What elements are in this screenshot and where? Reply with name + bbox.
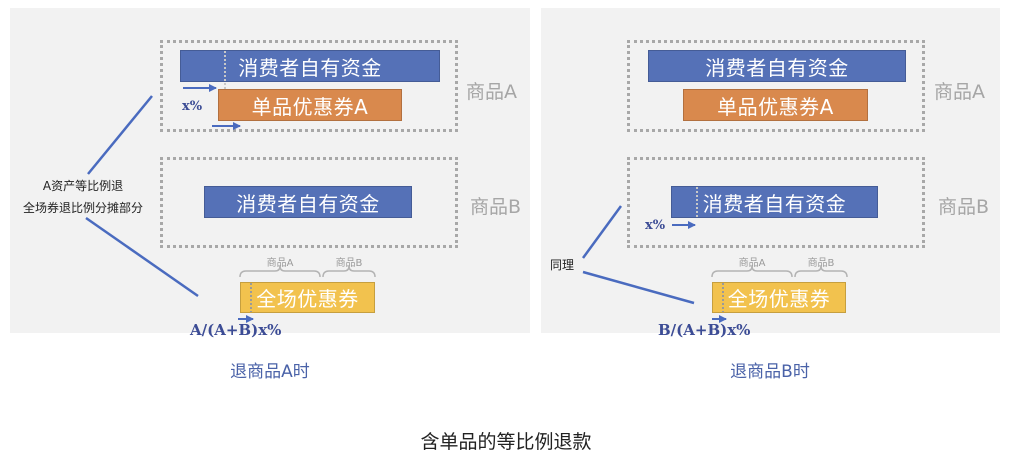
left-formula: A/(A+B)x% xyxy=(190,321,282,339)
own-funds-label: 消费者自有资金 xyxy=(702,191,847,216)
store-coupon-label: 全场优惠券 xyxy=(727,287,831,311)
left-bracket-label-a: 商品A xyxy=(266,258,294,269)
left-caption: 退商品A时 xyxy=(230,362,310,382)
right-bracket-label-b: 商品B xyxy=(807,258,835,269)
right-own-funds-bar-a: 消费者自有资金 xyxy=(648,50,906,82)
right-caption: 退商品B时 xyxy=(730,362,810,382)
right-own-funds-bar-b: 消费者自有资金 xyxy=(671,186,878,218)
own-funds-label: 消费者自有资金 xyxy=(236,191,380,216)
right-note: 同理 xyxy=(544,254,580,276)
right-product-a-box xyxy=(627,40,925,132)
left-pct-label: x% xyxy=(182,99,203,114)
left-product-b-label: 商品B xyxy=(470,196,522,218)
left-product-b-box xyxy=(160,157,458,248)
right-formula: B/(A+B)x% xyxy=(658,321,751,339)
left-bracket-label-b: 商品B xyxy=(335,258,363,269)
right-bracket-label-a: 商品A xyxy=(738,258,766,269)
own-funds-label: 消费者自有资金 xyxy=(705,55,849,80)
own-funds-label: 消费者自有资金 xyxy=(238,55,382,80)
item-coupon-label: 单品优惠券A xyxy=(717,94,834,119)
store-coupon-label: 全场优惠券 xyxy=(256,287,359,311)
right-store-coupon-bar: 全场优惠券 xyxy=(712,282,846,313)
left-product-a-label: 商品A xyxy=(466,81,517,103)
left-product-a-box xyxy=(160,40,458,132)
left-own-funds-bar-b: 消费者自有资金 xyxy=(204,186,412,218)
right-product-a-label: 商品A xyxy=(934,81,985,103)
left-own-funds-bar-a: 消费者自有资金 xyxy=(180,50,440,82)
left-item-coupon-bar: 单品优惠券A xyxy=(218,89,402,121)
right-pct-label: x% xyxy=(645,218,666,233)
right-product-b-label: 商品B xyxy=(938,196,990,218)
item-coupon-label: 单品优惠券A xyxy=(251,94,369,119)
left-store-coupon-bar: 全场优惠券 xyxy=(240,282,375,313)
note-line: 全场券退比例分摊部分 xyxy=(22,201,143,215)
note-line: 同理 xyxy=(549,258,574,272)
right-item-coupon-bar: 单品优惠券A xyxy=(683,89,868,121)
note-line: A资产等比例退 xyxy=(42,179,124,193)
left-note: A资产等比例退 全场券退比例分摊部分 xyxy=(10,175,156,219)
right-product-b-box xyxy=(627,157,925,248)
diagram-title: 含单品的等比例退款 xyxy=(420,431,592,453)
